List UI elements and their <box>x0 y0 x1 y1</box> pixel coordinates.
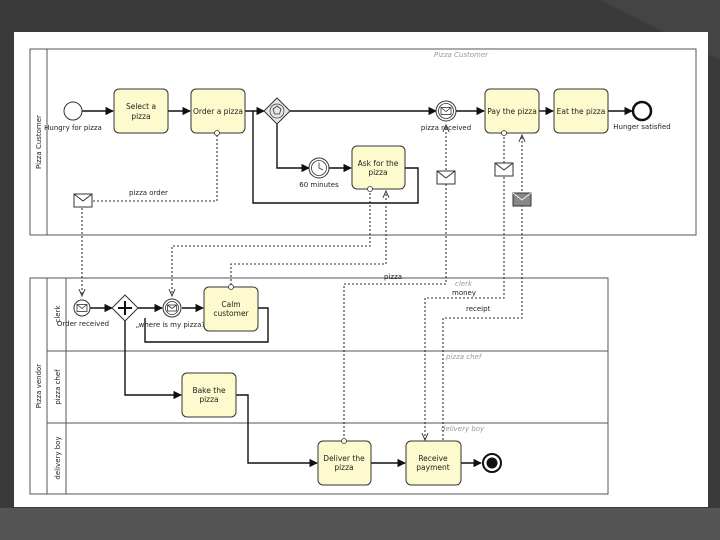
task-calm-customer[interactable]: Calm customer <box>203 284 259 332</box>
end-event-vendor[interactable] <box>482 453 502 473</box>
task-select-pizza[interactable]: Select a pizza <box>113 88 169 134</box>
start-message-event-order-received[interactable] <box>73 299 91 317</box>
message-label-pizza-order: pizza order <box>129 189 168 197</box>
message-label-receipt: receipt <box>466 305 491 313</box>
pizza-received-label: pizza received <box>421 124 471 132</box>
svg-text:Bake the: Bake the <box>192 386 226 395</box>
envelope-filled-icon <box>512 192 532 207</box>
svg-text:Receive: Receive <box>418 454 448 463</box>
task-ask-for-pizza[interactable]: Ask for the pizza <box>351 145 406 192</box>
envelope-icon <box>436 170 456 185</box>
task-receive-payment[interactable]: Receive payment <box>405 440 462 486</box>
message-flows <box>82 125 522 440</box>
message-label-money: money <box>452 289 476 297</box>
end-event[interactable] <box>631 100 653 122</box>
lane-watermark-clerk: clerk <box>455 280 473 288</box>
where-is-pizza-label: „where is my pizza?" <box>136 321 209 329</box>
svg-text:Eat the pizza: Eat the pizza <box>557 107 606 116</box>
timer-event[interactable] <box>308 157 330 179</box>
pool-pizza-customer: Pizza Customer Pizza Customer <box>29 48 697 236</box>
lane-label-delivery-boy: delivery boy <box>54 436 62 479</box>
task-order-pizza[interactable]: Order a pizza <box>190 88 246 136</box>
lane-label-clerk: clerk <box>54 305 62 323</box>
sequence-flows-customer <box>82 106 633 204</box>
svg-text:pizza: pizza <box>131 112 150 121</box>
svg-text:Deliver the: Deliver the <box>323 454 365 463</box>
task-pay-pizza[interactable]: Pay the pizza <box>484 88 540 136</box>
svg-text:Select a: Select a <box>126 102 156 111</box>
svg-text:pizza: pizza <box>334 463 353 472</box>
svg-text:customer: customer <box>213 309 249 318</box>
pool-label-vendor: Pizza vendor <box>35 364 43 408</box>
task-eat-pizza[interactable]: Eat the pizza <box>553 88 609 134</box>
svg-text:Calm: Calm <box>221 300 240 309</box>
order-received-label: Order received <box>57 320 109 328</box>
lane-watermark-pizza-chef: pizza chef <box>445 353 483 361</box>
svg-text:payment: payment <box>416 463 449 472</box>
task-deliver-pizza[interactable]: Deliver the pizza <box>317 438 372 486</box>
svg-text:pizza: pizza <box>368 168 387 177</box>
svg-text:Ask for the: Ask for the <box>358 159 399 168</box>
bottom-bar <box>0 508 720 540</box>
pentagon-icon <box>272 105 282 115</box>
intermediate-message-event-where-is-pizza[interactable] <box>162 298 182 318</box>
parallel-gateway[interactable] <box>111 294 139 322</box>
pool-watermark-customer: Pizza Customer <box>434 51 489 59</box>
svg-text:Pay the pizza: Pay the pizza <box>487 107 537 116</box>
svg-text:Order a pizza: Order a pizza <box>193 107 243 116</box>
lane-label-pizza-chef: pizza chef <box>54 369 62 405</box>
intermediate-message-event-pizza-received[interactable] <box>435 100 457 122</box>
timer-event-label: 60 minutes <box>299 181 339 189</box>
start-event-label: Hungry for pizza <box>44 124 102 132</box>
lane-watermark-delivery-boy: delivery boy <box>441 425 485 433</box>
message-label-pizza: pizza <box>384 273 402 281</box>
pool-label-customer: Pizza Customer <box>35 115 43 169</box>
envelope-icon <box>73 193 93 208</box>
start-event[interactable] <box>63 101 83 121</box>
svg-text:pizza: pizza <box>199 395 218 404</box>
sequence-flows-vendor <box>90 303 482 468</box>
task-bake-pizza[interactable]: Bake the pizza <box>181 372 237 418</box>
pool-pizza-vendor: Pizza vendor clerk pizza chef delivery b… <box>29 277 609 495</box>
end-event-label: Hunger satisfied <box>613 123 670 131</box>
envelope-icon <box>494 162 514 177</box>
gateway-event-based[interactable] <box>263 97 291 125</box>
